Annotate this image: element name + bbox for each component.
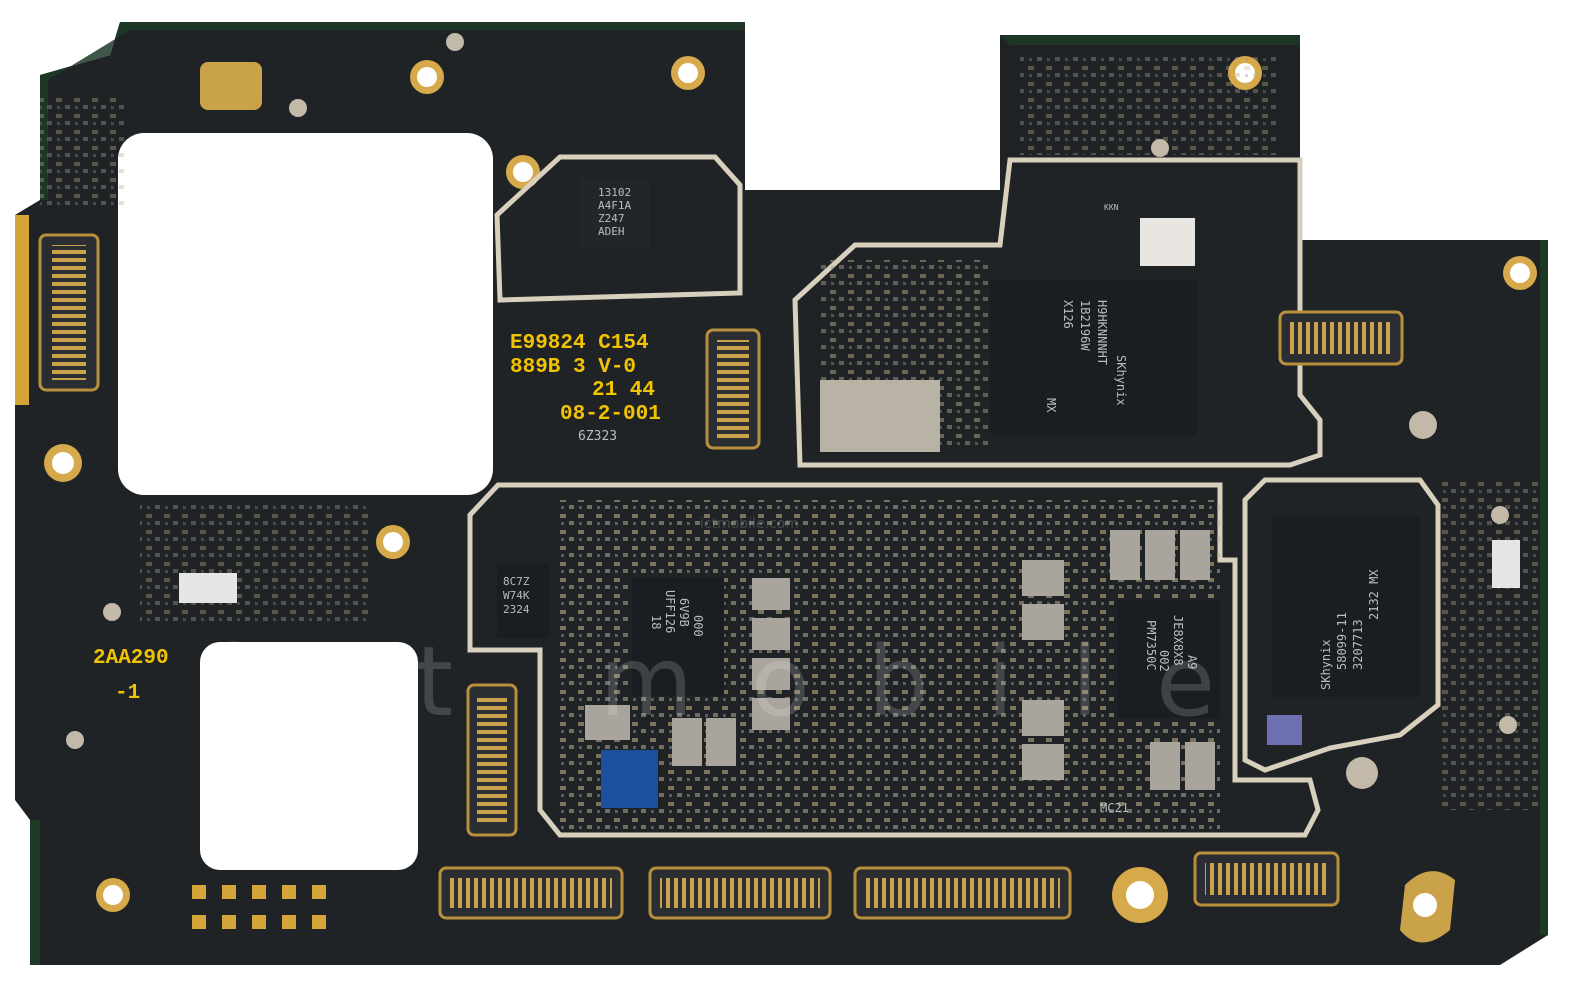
silk-line-5: 6Z323 (578, 429, 617, 444)
chip-left-line-1: 8C7Z (503, 575, 530, 588)
chip-storage-line-4: 2132 MX (1367, 569, 1381, 620)
rf-shields (467, 154, 1441, 838)
chip-small-kkn: KKN (1104, 203, 1119, 212)
chip-mid-line-4: 18 (649, 615, 663, 629)
silk-line-4: 08-2-001 (560, 403, 661, 426)
chip-storage-line-1: SKhynix (1319, 639, 1333, 690)
cutout-lower (200, 642, 418, 870)
chip-ram-line-3: 1B2196W (1078, 300, 1092, 351)
chip-mid-line-2: 6V9B (677, 598, 691, 627)
chip-storage-line-3: 3207713 (1351, 619, 1365, 670)
chip-ram-line-4: X126 (1061, 300, 1075, 329)
chip-left-line-2: W74K (503, 589, 530, 602)
chip-pm-line-1: PM7350C (1144, 620, 1158, 671)
chip-pmic-line-1: 13102 (598, 186, 631, 199)
chip-left-line-3: 2324 (503, 603, 530, 616)
silk-line-2: 889B 3 V-0 (510, 356, 636, 379)
silk-line-3: 21 44 (592, 379, 655, 402)
chip-mid-line-3: UFF126 (663, 590, 677, 633)
chip-mid-line-1: 000 (691, 615, 705, 637)
watermark-main: ict mobile (220, 626, 1273, 738)
chip-pm-line-4: A9 (1185, 655, 1199, 669)
chip-pm-line-3: JE8X8X8 (1171, 615, 1185, 666)
chip-storage-line-2: 58099-11 (1335, 612, 1349, 670)
board-connectors (38, 233, 1404, 920)
silk-mc-label: MC21 (1100, 801, 1129, 815)
cutout-upper (118, 133, 493, 495)
ic-chips (179, 62, 1520, 808)
watermark-sub: ictmobile.com (700, 516, 799, 532)
chip-ram-line-5: MX (1044, 398, 1058, 413)
chip-pm-line-2: 002 (1157, 650, 1171, 672)
chip-pmic-line-4: ADEH (598, 225, 625, 238)
chip-pmic-line-3: Z247 (598, 212, 625, 225)
silk-left-sub: -1 (115, 682, 140, 705)
chip-ram-line-2: H9HKNNNHT (1095, 300, 1109, 365)
silk-line-1: E99824 C154 (510, 332, 649, 355)
silk-left-label: 2AA290 (93, 647, 169, 670)
chip-ram-line-1: SKhynix (1114, 355, 1128, 406)
chip-pmic-line-2: A4F1A (598, 199, 631, 212)
